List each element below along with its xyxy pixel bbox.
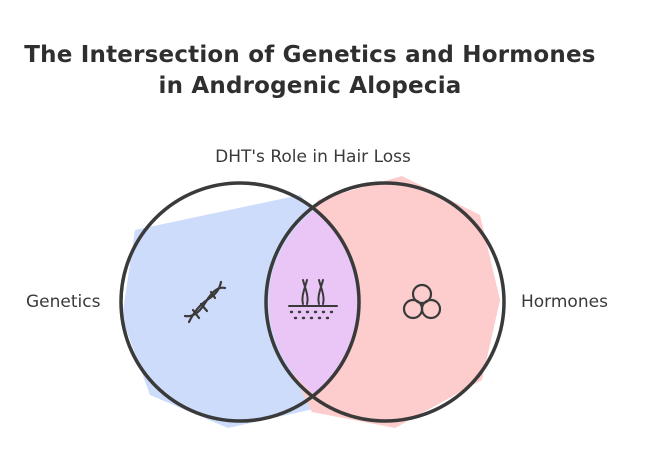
intersection-label: DHT's Role in Hair Loss bbox=[215, 147, 411, 167]
hormones-label: Hormones bbox=[521, 292, 608, 312]
overlap-fill bbox=[269, 186, 359, 418]
diagram-title: The Intersection of Genetics and Hormone… bbox=[0, 40, 620, 102]
hair-follicle-icon bbox=[288, 279, 338, 320]
genetics-label: Genetics bbox=[26, 292, 101, 312]
genetics-circle bbox=[119, 181, 361, 423]
hormone-molecule-icon bbox=[402, 283, 442, 320]
title-line-1: The Intersection of Genetics and Hormone… bbox=[24, 42, 596, 68]
hormones-circle bbox=[264, 181, 506, 423]
dna-icon bbox=[183, 280, 227, 324]
title-line-2: in Androgenic Alopecia bbox=[158, 73, 462, 99]
